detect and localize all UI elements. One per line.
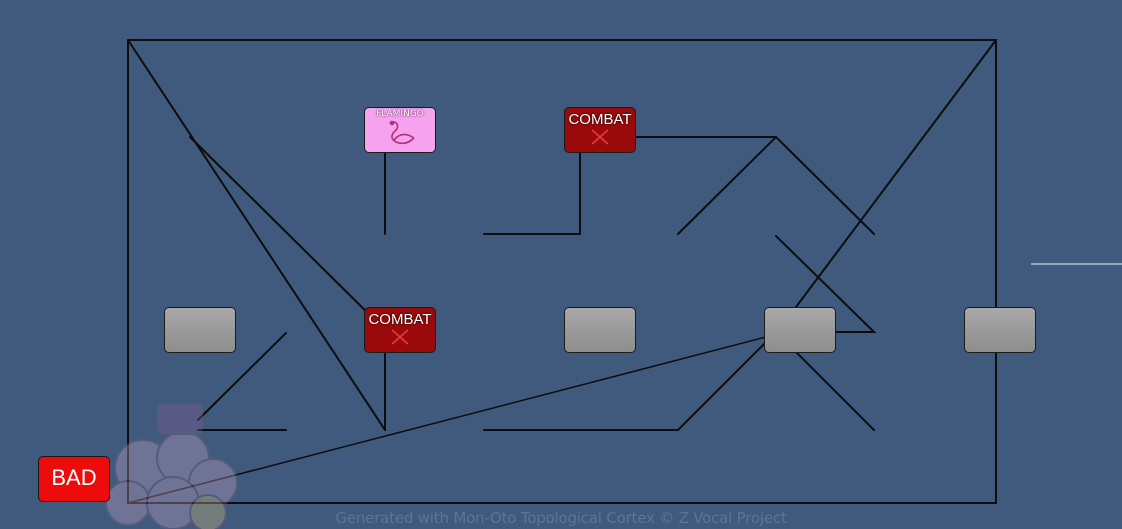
map-node-empty[interactable] [764, 307, 836, 353]
node-label: BAD [51, 465, 97, 490]
crossed-swords-icon [365, 328, 435, 350]
map-node-flamingo[interactable]: FLAMINGO [364, 107, 436, 153]
flamingo-icon [365, 118, 435, 150]
path-line [127, 39, 386, 431]
path-line [677, 135, 875, 235]
map-border [127, 39, 997, 504]
path-line [775, 235, 877, 333]
map-node-combat[interactable]: COMBAT [364, 307, 436, 353]
map-node-combat[interactable]: COMBAT [564, 107, 636, 153]
map-node-empty[interactable] [964, 307, 1036, 353]
project-logo-watermark [105, 403, 238, 529]
footer-credit: Generated with Mon-Oto Topological Corte… [335, 509, 787, 527]
node-label: FLAMINGO [376, 109, 424, 119]
path-line [483, 341, 767, 431]
path-line [197, 332, 287, 421]
map-node-bad[interactable]: BAD [38, 456, 110, 502]
path-line [795, 39, 997, 308]
path-line [795, 351, 875, 431]
path-line [189, 136, 386, 331]
crossed-swords-icon [565, 128, 635, 150]
path-line [483, 149, 581, 235]
map-node-empty[interactable] [164, 307, 236, 353]
map-node-empty[interactable] [564, 307, 636, 353]
node-label: COMBAT [368, 311, 432, 328]
path-line [127, 336, 767, 504]
node-label: COMBAT [568, 111, 632, 128]
